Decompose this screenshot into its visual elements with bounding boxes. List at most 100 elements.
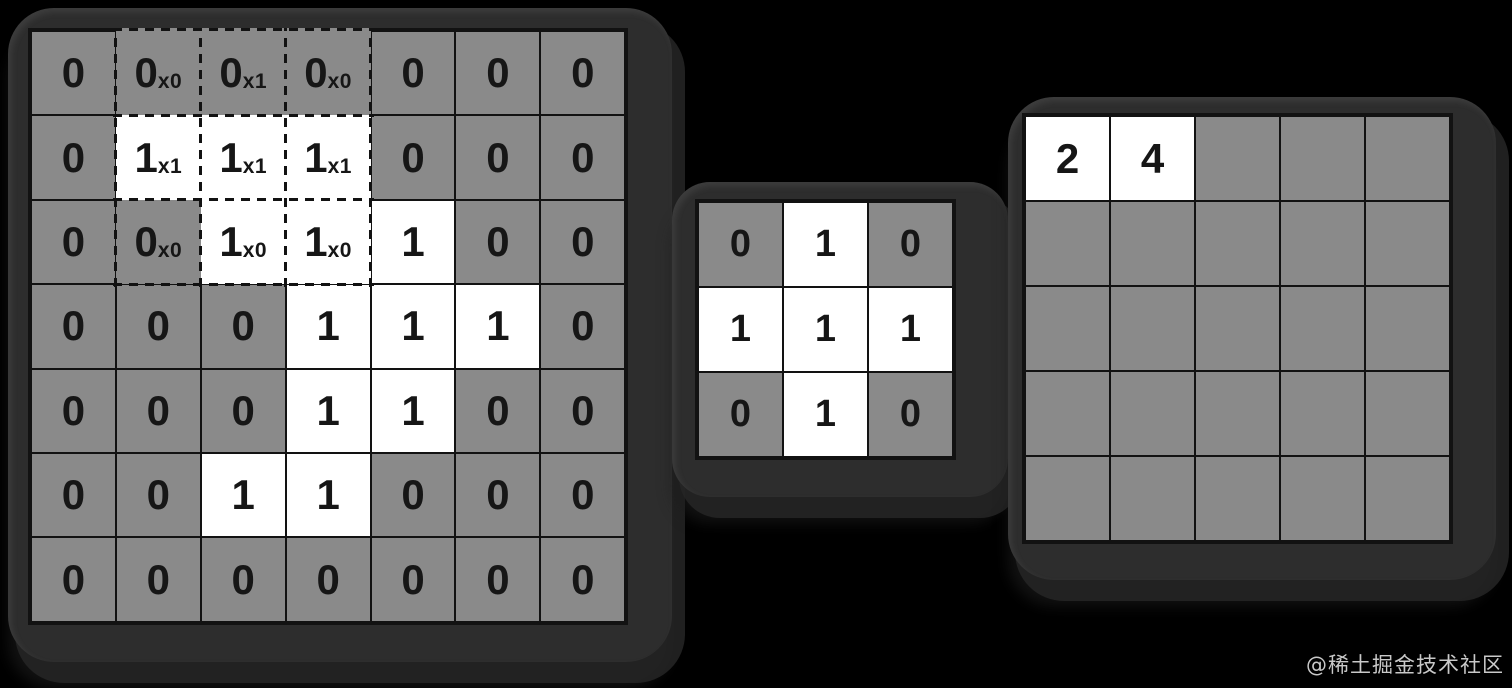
input-cell-value: 0 [486, 49, 510, 97]
input-cell-r3-c1: 0 [115, 284, 201, 369]
input-cell-r6-c0: 0 [31, 537, 116, 622]
input-cell-r5-c2: 1 [200, 452, 286, 538]
input-cell-value: 0 [316, 555, 340, 603]
input-cell-r4-c6: 0 [540, 368, 626, 453]
input-cell-r6-c4: 0 [370, 537, 456, 622]
input-cell-value: 0 [486, 133, 510, 181]
output-cell-r4-c1 [1110, 456, 1195, 541]
input-cell-r1-c0: 0 [31, 115, 116, 200]
output-cell-r1-c0 [1025, 201, 1110, 286]
input-cell-r6-c2: 0 [200, 537, 286, 622]
output-cell-r0-c3 [1280, 116, 1365, 201]
input-cell-r5-c6: 0 [540, 452, 626, 538]
input-cell-r5-c1: 0 [115, 452, 201, 538]
kernel-cell-value: 1 [729, 308, 752, 350]
input-kernel-multiplier-subscript: x0 [157, 238, 183, 262]
input-kernel-multiplier-subscript: x0 [327, 238, 352, 262]
kernel-cell-r1-c0: 1 [698, 287, 783, 372]
kernel-cell-value: 0 [729, 223, 752, 265]
input-kernel-multiplier-subscript: x1 [242, 70, 268, 94]
input-cell-r3-c0: 0 [31, 284, 116, 369]
input-cell-value: 0 [486, 386, 510, 434]
output-cell-value: 2 [1055, 134, 1080, 182]
output-cell-r2-c3 [1280, 286, 1365, 371]
output-cell-r2-c1 [1110, 286, 1195, 371]
output-cell-r2-c2 [1195, 286, 1280, 371]
input-cell-r5-c0: 0 [31, 452, 116, 538]
input-cell-r4-c0: 0 [31, 368, 116, 453]
input-cell-r6-c1: 0 [115, 537, 201, 622]
input-cell-value: 0x0 [304, 49, 352, 97]
input-kernel-multiplier-subscript: x0 [327, 70, 352, 94]
input-cell-value: 1x1 [219, 133, 268, 181]
input-cell-r5-c3: 1 [285, 452, 371, 538]
input-cell-value: 0 [571, 302, 595, 350]
output-cell-r0-c2 [1195, 116, 1280, 201]
input-cell-value: 0 [61, 386, 86, 434]
input-cell-r5-c4: 0 [370, 452, 456, 538]
input-cell-value: 0 [571, 217, 595, 265]
input-cell-r1-c5: 0 [455, 115, 541, 200]
output-cell-r3-c0 [1025, 371, 1110, 456]
output-cell-value: 4 [1140, 134, 1165, 182]
kernel-cell-r2-c1: 1 [783, 372, 868, 457]
output-cell-r4-c3 [1280, 456, 1365, 541]
input-cell-r4-c3: 1 [285, 368, 371, 453]
input-cell-r3-c5: 1 [455, 284, 541, 369]
input-cell-value: 0x0 [134, 49, 183, 97]
input-cell-value: 1 [316, 386, 340, 434]
output-cell-r2-c0 [1025, 286, 1110, 371]
output-cell-r0-c4 [1365, 116, 1450, 201]
kernel-cell-r1-c1: 1 [783, 287, 868, 372]
output-cell-r4-c0 [1025, 456, 1110, 541]
input-cell-r5-c5: 0 [455, 452, 541, 538]
watermark: @稀土掘金技术社区 [1306, 653, 1504, 677]
input-cell-value: 0 [401, 49, 425, 97]
input-cell-r0-c4: 0 [370, 31, 456, 116]
input-cell-value: 0 [146, 471, 171, 519]
kernel-cell-value: 1 [814, 223, 837, 265]
kernel-cell-r0-c0: 0 [698, 202, 783, 287]
input-cell-value: 0 [571, 133, 595, 181]
input-cell-r0-c2: 0x1 [200, 31, 286, 116]
input-cell-value: 1x1 [304, 133, 352, 181]
input-cell-value: 1 [401, 217, 425, 265]
input-cell-r6-c5: 0 [455, 537, 541, 622]
input-cell-r3-c3: 1 [285, 284, 371, 369]
input-kernel-multiplier-subscript: x1 [157, 154, 183, 178]
input-cell-r2-c1: 0x0 [115, 199, 201, 285]
input-cell-value: 0 [486, 471, 510, 519]
input-cell-r0-c3: 0x0 [285, 31, 371, 116]
input-cell-r2-c5: 0 [455, 199, 541, 285]
input-cell-value: 0 [146, 555, 171, 603]
input-cell-value: 1x0 [219, 217, 268, 265]
input-kernel-multiplier-subscript: x1 [327, 154, 352, 178]
input-cell-value: 1x1 [134, 133, 183, 181]
output-cell-r1-c4 [1365, 201, 1450, 286]
kernel-cell-value: 0 [729, 393, 752, 435]
input-cell-value: 1 [231, 471, 255, 519]
input-cell-value: 1x0 [304, 217, 352, 265]
output-cell-r3-c3 [1280, 371, 1365, 456]
input-cell-value: 0 [571, 386, 595, 434]
input-cell-value: 0 [571, 49, 595, 97]
input-cell-value: 0 [571, 555, 595, 603]
kernel-cell-r0-c1: 1 [783, 202, 868, 287]
input-cell-value: 1 [401, 386, 425, 434]
input-cell-r6-c3: 0 [285, 537, 371, 622]
input-cell-value: 0x1 [219, 49, 268, 97]
kernel-cell-value: 0 [899, 223, 922, 265]
input-cell-r3-c2: 0 [200, 284, 286, 369]
input-cell-r2-c3: 1x0 [285, 199, 371, 285]
input-cell-value: 0 [231, 386, 255, 434]
input-cell-value: 0 [571, 471, 595, 519]
kernel-cell-value: 1 [899, 308, 922, 350]
input-cell-r0-c0: 0 [31, 31, 116, 116]
input-cell-value: 0 [61, 471, 86, 519]
